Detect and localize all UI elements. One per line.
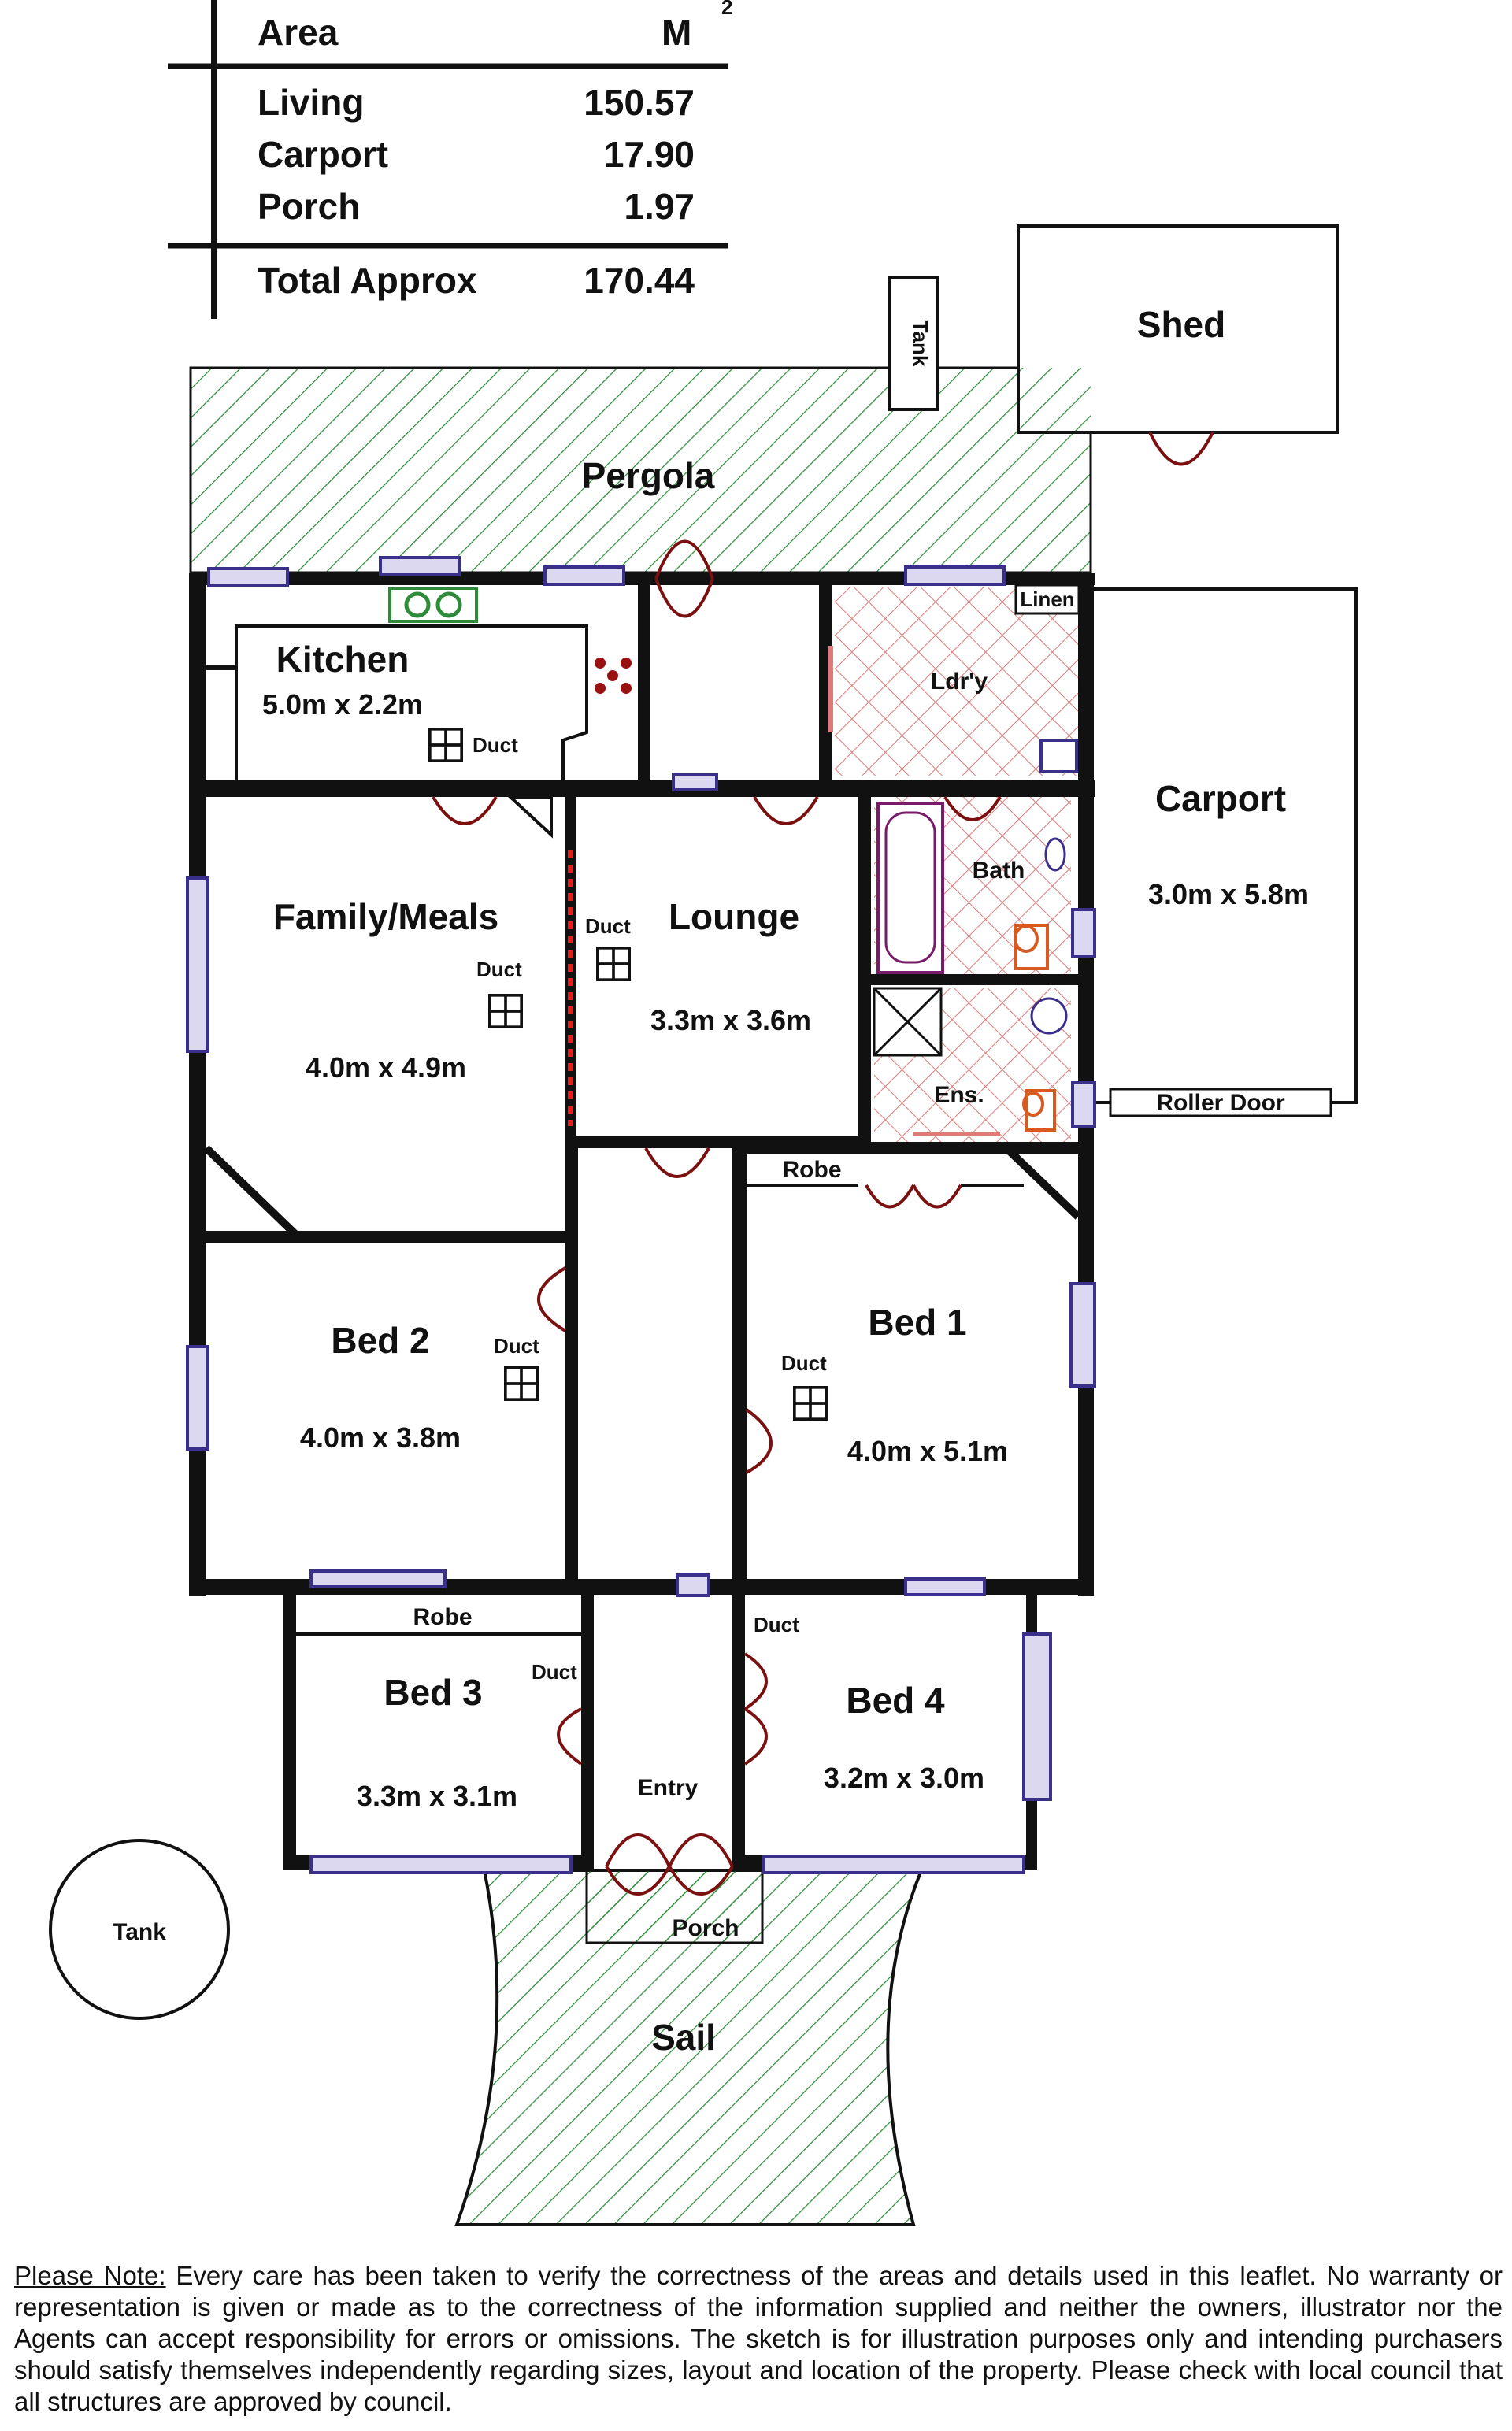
lounge-name: Lounge <box>669 896 799 937</box>
disclaimer-note: Please Note: Every care has been taken t… <box>14 2260 1503 2418</box>
pergola-label: Pergola <box>582 455 715 496</box>
bathtub <box>876 802 944 974</box>
linen-label: Linen <box>1020 587 1074 611</box>
kitchen-appliance-dots <box>595 658 632 694</box>
kitchen-pantry-door <box>506 795 553 839</box>
linen-cupboard <box>1014 584 1080 615</box>
sail-label: Sail <box>651 2017 716 2058</box>
duct-label-family: Duct <box>476 958 522 981</box>
duct-label-bed4: Duct <box>754 1613 799 1636</box>
entry-name: Entry <box>638 1775 699 1801</box>
bed1-name: Bed 1 <box>868 1302 966 1343</box>
area-row-carport-label: Carport <box>258 134 388 175</box>
carport-name: Carport <box>1155 778 1286 819</box>
pergola: Pergola <box>189 366 1092 574</box>
carport-dims: 3.0m x 5.8m <box>1148 878 1309 910</box>
area-header-label: Area <box>258 12 339 53</box>
bed4-dims: 3.2m x 3.0m <box>824 1762 984 1794</box>
area-row-porch-value: 1.97 <box>624 186 695 227</box>
area-row-living-value: 150.57 <box>584 82 695 123</box>
bed4-name: Bed 4 <box>846 1680 945 1721</box>
ducts <box>428 728 828 1421</box>
laundry-name: Ldr'y <box>931 669 988 695</box>
duct-label-kitchen: Duct <box>472 733 518 757</box>
shed: Shed <box>1017 224 1339 466</box>
doors <box>432 539 1002 1896</box>
sail: Sail <box>454 1869 924 2226</box>
bath-toilet <box>1014 924 1049 970</box>
area-total-value: 170.44 <box>584 260 695 301</box>
disclaimer-title: Please Note: <box>14 2261 166 2290</box>
family-corner-diagonal <box>203 1145 301 1240</box>
area-header-unit: M <box>662 12 691 53</box>
family-dims: 4.0m x 4.9m <box>306 1051 466 1084</box>
bed1-dims: 4.0m x 5.1m <box>847 1435 1008 1467</box>
disclaimer-body: Every care has been taken to verify the … <box>14 2261 1503 2416</box>
bed3-dims: 3.3m x 3.1m <box>357 1780 517 1812</box>
lounge-dims: 3.3m x 3.6m <box>650 1004 811 1036</box>
bed2-dims: 4.0m x 3.8m <box>300 1421 461 1454</box>
ens-toilet <box>1022 1089 1056 1132</box>
shed-label: Shed <box>1137 304 1225 345</box>
bed3-name: Bed 3 <box>384 1672 482 1713</box>
ensuite-name: Ens. <box>934 1082 984 1108</box>
porch: Porch <box>585 1869 764 1944</box>
bath-name: Bath <box>973 858 1025 884</box>
kitchen-bench <box>235 624 588 780</box>
bed1-corner-diagonal <box>1005 1147 1081 1220</box>
robe-bed1-name: Robe <box>783 1157 842 1183</box>
kitchen-cooktop <box>388 587 478 623</box>
bath-basin <box>1044 837 1066 872</box>
laundry-tub <box>1040 739 1078 773</box>
duct-label-lounge: Duct <box>585 914 631 938</box>
kitchen-name: Kitchen <box>276 639 410 680</box>
carport: Roller Door Carport 3.0m x 5.8m <box>1091 587 1358 1117</box>
area-table: Area M 2 Living 150.57 Carport 17.90 Por… <box>168 0 732 319</box>
area-total-label: Total Approx <box>258 260 477 301</box>
area-row-carport-value: 17.90 <box>604 134 695 175</box>
shower <box>873 987 943 1057</box>
floor-plan: Area M 2 Living 150.57 Carport 17.90 Por… <box>49 0 1358 2226</box>
robe-bed3-name: Robe <box>413 1604 472 1630</box>
duct-label-bed2: Duct <box>494 1334 539 1358</box>
area-header-unit-sup: 2 <box>721 0 732 19</box>
roller-door-label: Roller Door <box>1156 1090 1285 1116</box>
kitchen-dims: 5.0m x 2.2m <box>262 688 423 721</box>
duct-label-bed3: Duct <box>532 1660 577 1684</box>
duct-label-bed1: Duct <box>781 1351 827 1375</box>
family-name: Family/Meals <box>273 896 498 937</box>
tank-bottom-label: Tank <box>113 1919 166 1945</box>
porch-label: Porch <box>672 1915 739 1941</box>
tank-bottom: Tank <box>49 1839 230 2020</box>
area-row-porch-label: Porch <box>258 186 360 227</box>
tank-top-label: Tank <box>909 321 932 367</box>
windows <box>186 556 1096 1874</box>
ens-basin <box>1030 997 1068 1035</box>
tank-top: Tank <box>888 276 939 411</box>
bed2-name: Bed 2 <box>331 1320 429 1361</box>
area-row-living-label: Living <box>258 82 364 123</box>
